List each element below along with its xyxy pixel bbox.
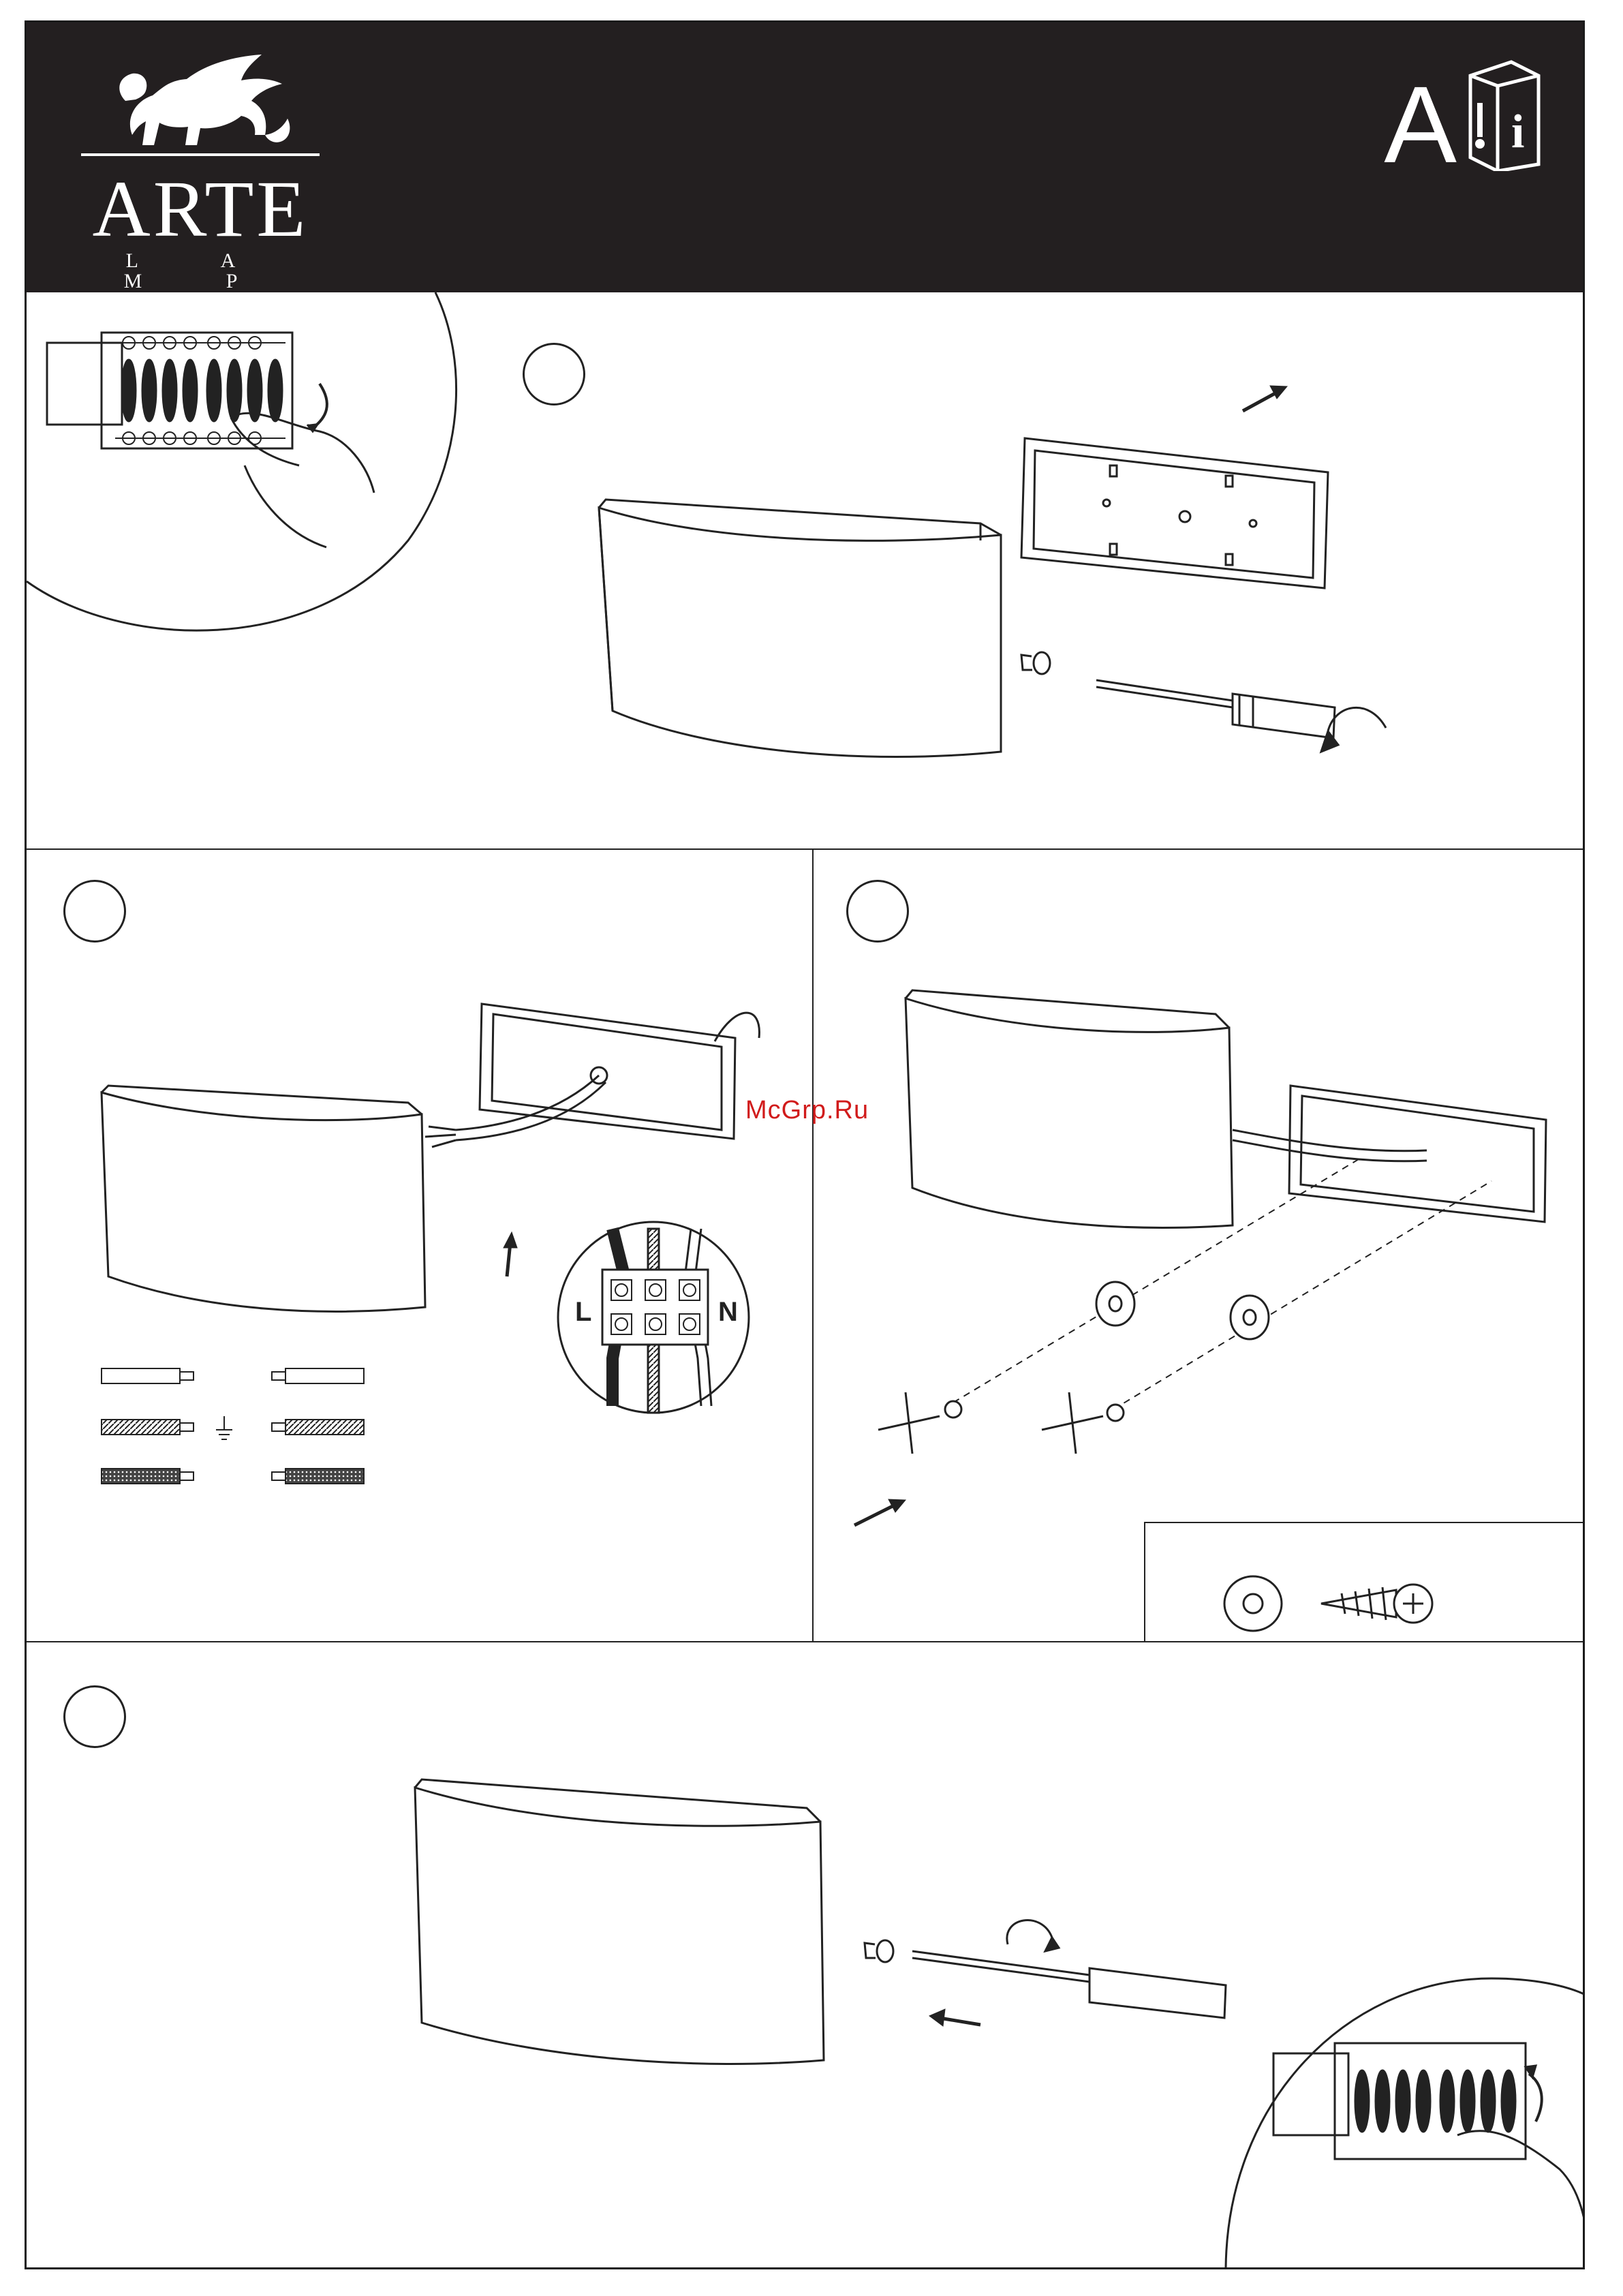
step-3-arrow — [854, 1499, 906, 1525]
step-3-dowels — [1096, 1282, 1269, 1339]
step-3-mounting-plate — [1233, 1086, 1546, 1222]
step-1-mounting-plate — [1021, 438, 1328, 588]
step-1-arrow-up — [1243, 386, 1287, 411]
watermark-text: McGrp.Ru — [745, 1096, 869, 1125]
step-3-screws — [878, 1392, 1124, 1454]
parts-screw-icon — [1321, 1585, 1432, 1623]
assembly-illustrations — [27, 22, 1585, 2269]
step-3-lamp — [906, 990, 1233, 1227]
neutral-wire-label: N — [718, 1297, 738, 1328]
step-1-screwdriver — [1096, 680, 1386, 752]
step-1-lamp — [599, 500, 1001, 757]
step-4-screw — [865, 1940, 893, 1962]
step-1-screw — [1021, 652, 1050, 674]
step-4-screwdriver — [912, 1920, 1226, 2018]
step-4-lamp — [415, 1779, 824, 2064]
step-2-arrow-up — [504, 1232, 517, 1276]
step-2-wire-legend — [102, 1368, 364, 1484]
terminal-detail-bottom — [1226, 1978, 1585, 2269]
step-4-arrow-left — [929, 2009, 980, 2026]
terminal-detail-top — [27, 292, 457, 630]
parts-dowel-icon — [1224, 1576, 1282, 1631]
step-3-dashed-guides — [953, 1157, 1491, 1409]
instruction-sheet: ARTE L A M P A i — [25, 20, 1585, 2269]
live-wire-label: L — [575, 1297, 591, 1328]
step-2-lamp — [102, 1086, 425, 1311]
